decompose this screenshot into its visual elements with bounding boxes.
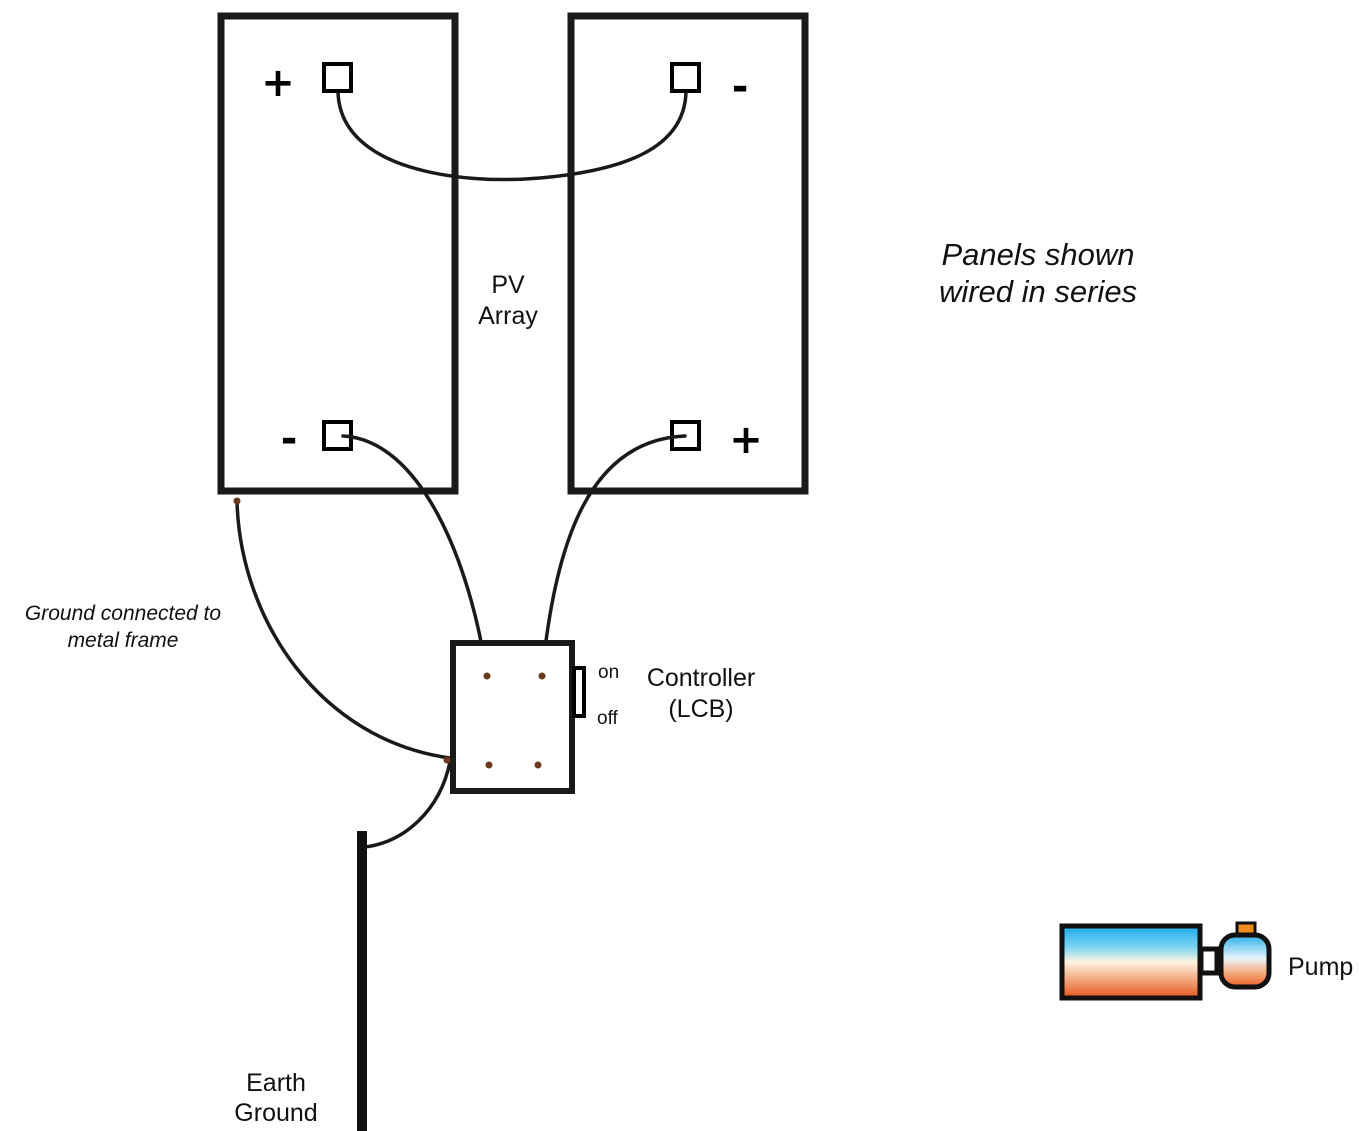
earth-label-line1: Earth (246, 1069, 306, 1097)
earth-ground-wire (363, 760, 452, 849)
ground-note-line2: metal frame (68, 629, 179, 652)
controller-label-line2: (LCB) (668, 695, 733, 723)
right-panel-negative-terminal (670, 62, 701, 93)
pv-panel-left (217, 12, 459, 495)
series-interconnect-wire (336, 88, 688, 182)
pump-cable-core (499, 761, 1065, 967)
pump-body (1059, 923, 1203, 1001)
pump-coupling (1198, 946, 1220, 976)
frame-ground-terminal (233, 497, 241, 505)
left-bottom-minus-sign: - (281, 416, 298, 462)
left-top-plus-sign: + (261, 60, 295, 106)
switch-off-label: off (597, 708, 619, 729)
controller-box (450, 640, 575, 794)
earth-label-line2: Ground (234, 1099, 317, 1127)
pump-icon (1059, 921, 1272, 1001)
ground-note-line1: Ground connected to (25, 602, 221, 625)
right-bottom-plus-sign: + (729, 417, 763, 463)
controller-ground-terminal (443, 756, 451, 764)
frame-ground-wire (235, 499, 452, 760)
controller-terminal-pv-negative (483, 672, 491, 680)
controller-terminal-pump-a (485, 761, 493, 769)
pv-array-label-line2: Array (478, 302, 538, 330)
controller-terminal-pump-b (534, 761, 542, 769)
pv-panel-right (567, 12, 809, 495)
pump-label: Pump (1288, 953, 1353, 981)
series-note-line2: wired in series (939, 274, 1137, 309)
series-note-line1: Panels shown (941, 237, 1134, 272)
controller-switch[interactable] (572, 666, 586, 718)
right-top-minus-sign: - (732, 64, 749, 110)
negative-lead-wire (341, 434, 489, 678)
pump-motor (1218, 932, 1272, 990)
switch-on-label: on (598, 662, 619, 683)
positive-lead-wire (540, 434, 687, 678)
pv-array-label-line1: PV (491, 271, 525, 299)
left-panel-positive-terminal (322, 62, 353, 93)
controller-terminal-pv-positive (538, 672, 546, 680)
controller-label-line1: Controller (647, 664, 755, 692)
